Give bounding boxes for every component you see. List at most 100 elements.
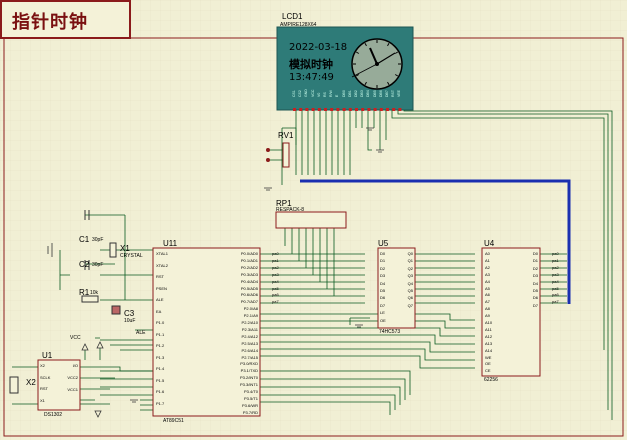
u11-right-pin-17: P3.1/TXD	[240, 368, 258, 374]
supply-arrows	[81, 341, 104, 418]
u1-ref: U1	[42, 351, 53, 360]
u5-right-pin-6: Q6	[407, 295, 413, 301]
u1-right-pin-0: I/O	[72, 363, 78, 368]
lcd-pin-label-6: R/W	[329, 90, 334, 97]
u11-right-pin-22: P3.6/WR	[241, 402, 258, 408]
lcd-pin-marker[interactable]	[367, 108, 371, 111]
net-label-0-3: pa3	[272, 271, 279, 277]
c3-body[interactable]	[111, 305, 121, 315]
lcd-pin-marker[interactable]	[293, 108, 296, 111]
lcd-pin-marker[interactable]	[379, 108, 383, 111]
u1-body[interactable]	[37, 359, 81, 411]
lcd-time: 13:47:49	[289, 72, 334, 83]
lcd-pin-label-16: RST	[391, 90, 396, 97]
u11-right-pin-23: P3.7/RD	[242, 409, 258, 415]
ground-symbols	[47, 127, 384, 403]
lcd-pin-label-3: VCC	[310, 89, 315, 97]
lcd-pin-marker[interactable]	[386, 108, 389, 111]
rv1-body[interactable]	[282, 142, 290, 168]
lcd-pin-marker[interactable]	[361, 108, 365, 111]
lcd-screen: 2022-03-18 模拟时钟 13:47:49	[287, 36, 405, 94]
lcd-pin-marker[interactable]	[330, 108, 334, 111]
lcd-pin-marker[interactable]	[355, 108, 358, 111]
u11-right-pin-0: P0.0/AD0	[240, 251, 258, 256]
u4-left-pin-5: A5	[485, 285, 490, 291]
u4-left-pin-8: A8	[485, 306, 490, 312]
u11-left-pin-10: P1.4	[156, 366, 165, 371]
title-banner: 指针时钟	[0, 0, 131, 39]
lcd-part: AMPIRE128X64	[280, 22, 317, 28]
rv1-pin-down[interactable]	[266, 158, 270, 162]
net-label-0-5: pa5	[272, 285, 279, 291]
r1-body[interactable]	[81, 295, 99, 303]
page-title: 指针时钟	[12, 12, 88, 33]
u11-ref: U11	[163, 239, 178, 248]
lcd-pin-marker[interactable]	[398, 108, 402, 111]
lcd-date: 2022-03-18	[289, 42, 348, 53]
u11-right-pin-11: P2.3/A11	[241, 326, 258, 332]
lcd-pin-label-1: CS2	[298, 90, 303, 97]
lcd-pin-label-2: GND	[304, 89, 309, 97]
u4-left-pin-4: A4	[485, 278, 490, 284]
lcd-pin-marker[interactable]	[336, 108, 340, 111]
lcd-pin-marker[interactable]	[311, 108, 315, 111]
u5-right-pin-0: Q0	[407, 251, 413, 256]
u5-ref: U5	[378, 239, 389, 248]
c1-plates	[84, 210, 90, 220]
lcd-pin-label-15: DB7	[385, 90, 389, 97]
u4-left-pin-2: A2	[485, 264, 490, 270]
lcd-pin-marker[interactable]	[317, 108, 321, 111]
lcd-pin-marker[interactable]	[392, 108, 396, 111]
lcd-pin-marker[interactable]	[348, 108, 352, 111]
rv1-pin-up[interactable]	[266, 148, 270, 152]
analog-clock-face	[351, 38, 403, 90]
lcd-pin-label-12: DB4	[366, 90, 371, 97]
x2-crystal[interactable]	[9, 376, 19, 394]
lcd-pin-marker[interactable]	[373, 108, 377, 111]
u11-left-pin-8: P1.2	[156, 343, 165, 348]
c3-ref: C3	[124, 309, 135, 318]
u4-body[interactable]	[481, 247, 541, 377]
lcd-pin-label-10: DB2	[354, 90, 358, 97]
clock-tick	[394, 51, 399, 54]
net-label-1-7: pa7	[552, 299, 559, 305]
u11-left-pin-2: RST	[156, 274, 164, 279]
rp1-part: RESPACK-8	[276, 207, 304, 213]
net-label-0-2: pa2	[272, 264, 279, 270]
lcd-pin-marker[interactable]	[299, 108, 303, 111]
c2-plates	[84, 260, 90, 270]
lcd-pin-marker[interactable]	[305, 108, 309, 111]
u11-left-pin-4: ALE	[156, 297, 164, 302]
u11-right-pin-21: P3.5/T1	[243, 395, 258, 401]
u5-right-pin-2: Q2	[407, 265, 413, 271]
x1-crystal[interactable]	[109, 242, 117, 258]
rp1-body[interactable]	[275, 211, 347, 229]
lcd-pin-label-8: DB0	[341, 90, 346, 97]
net-label-0-6: pa6	[272, 292, 279, 298]
lcd-ref: LCD1	[282, 12, 303, 21]
lcd-pin-marker[interactable]	[324, 108, 327, 111]
u11-part: AT89C51	[163, 418, 184, 424]
u11-left-pin-1: XTAL2	[156, 262, 168, 268]
lcd-pin-marker[interactable]	[342, 108, 346, 111]
x2-ref: X2	[26, 378, 36, 387]
u5-body[interactable]	[377, 247, 416, 329]
u11-left-pin-6: P1.0	[156, 320, 165, 325]
u4-left-pin-11: A11	[485, 326, 492, 332]
u4-left-pin-9: A9	[485, 313, 490, 319]
u11-right-pin-6: P0.6/AD6	[240, 292, 258, 298]
vcc-label: VCC	[70, 335, 81, 341]
u5-right-pin-5: Q5	[407, 288, 413, 293]
c2-value: 30pF	[92, 262, 104, 268]
u11-left-pin-3: PSEN	[156, 285, 167, 291]
u1-left-pin-2: RST	[40, 386, 48, 391]
u11-right-pin-14: P2.6/A14	[241, 347, 258, 353]
c1-value: 30pF	[92, 237, 104, 243]
data-bus[interactable]	[300, 179, 571, 304]
u4-right-pin-3: D3	[532, 273, 538, 279]
u5-left-pin-8: LE	[380, 310, 385, 316]
u11-left-pin-0: XTAL1	[156, 251, 168, 256]
u5-left-pin-6: D6	[380, 295, 386, 301]
u11-body[interactable]	[152, 247, 261, 417]
